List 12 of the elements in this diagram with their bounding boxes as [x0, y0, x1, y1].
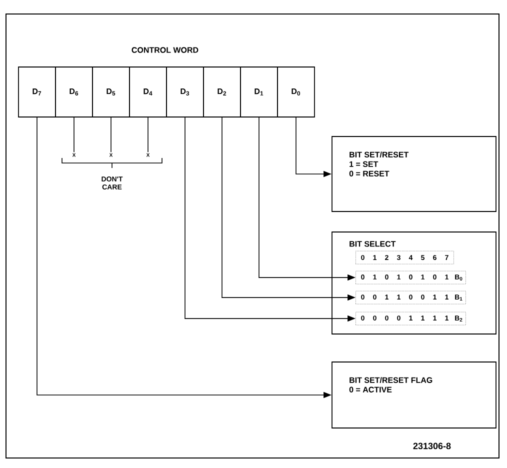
register-cell: D$_{1}$: [240, 66, 278, 118]
register-cell: D$_{6}$: [55, 66, 93, 118]
register-cell: D$_{0}$: [277, 66, 315, 118]
register-cell: D$_{4}$: [129, 66, 167, 118]
register-cell: D$_{3}$: [166, 66, 204, 118]
register-cell: D$_{7}$: [18, 66, 56, 118]
heading: CONTROL WORD: [132, 47, 198, 53]
text-box: BIT SET/RESET FLAG 0 = ACTIVE: [332, 362, 496, 428]
register-cell: D$_{5}$: [92, 66, 130, 118]
text-box: BIT SET/RESET 1 = SET 0 = RESET: [332, 136, 496, 212]
figure-number: 231306-8: [413, 442, 451, 450]
register-cell: D$_{2}$: [203, 66, 241, 118]
